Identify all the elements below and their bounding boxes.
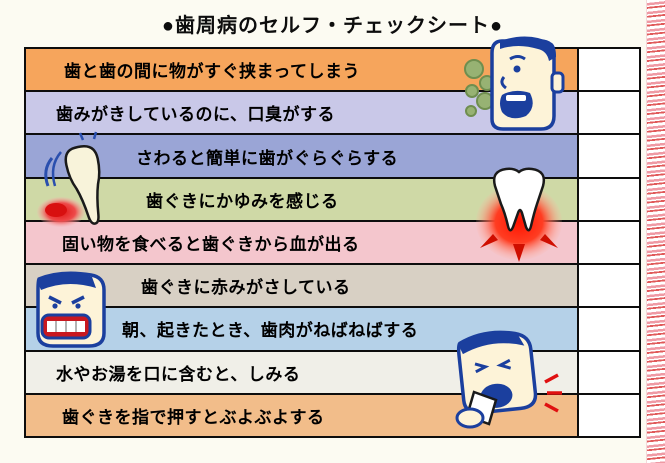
check-row: 固い物を食べると歯ぐきから血が出る	[26, 221, 639, 266]
check-row-label: 歯ぐきを指で押すとぶよぶよする	[62, 407, 325, 427]
checkbox-cell[interactable]	[577, 135, 639, 177]
check-row: 歯ぐきにかゆみを感じる	[26, 178, 639, 222]
check-table: 歯と歯の間に物がすぐ挟まってしまう 歯みがきしているのに、口臭がする さわると簡…	[24, 47, 641, 438]
check-row-label: 歯ぐきに赤みがさしている	[141, 278, 351, 298]
checkbox-cell[interactable]	[577, 394, 639, 436]
check-row: 歯みがきしているのに、口臭がする	[26, 92, 639, 136]
page-title: ●歯周病のセルフ・チェックシート●	[161, 15, 504, 37]
check-row: 歯ぐきに赤みがさしている	[26, 265, 639, 309]
check-row-label: さわると簡単に歯がぐらぐらする	[136, 148, 399, 168]
check-row: 朝、起きたとき、歯肉がねばねばする	[26, 308, 639, 352]
checkbox-cell[interactable]	[577, 265, 639, 307]
checkbox-cell[interactable]	[577, 221, 639, 264]
checkbox-cell[interactable]	[577, 49, 639, 91]
check-row: さわると簡単に歯がぐらぐらする	[26, 135, 639, 179]
check-row-label: 朝、起きたとき、歯肉がねばねばする	[122, 321, 419, 341]
check-row-label: 歯と歯の間に物がすぐ挟まってしまう	[64, 62, 360, 82]
check-row-label: 固い物を食べると歯ぐきから血が出る	[62, 234, 360, 254]
checkbox-cell[interactable]	[577, 178, 639, 220]
checkbox-cell[interactable]	[577, 351, 639, 393]
check-row: 歯ぐきを指で押すとぶよぶよする	[26, 394, 639, 436]
check-row-label: 歯みがきしているのに、口臭がする	[56, 105, 335, 125]
check-row: 歯と歯の間に物がすぐ挟まってしまう	[26, 49, 639, 93]
checkbox-cell[interactable]	[577, 308, 639, 350]
check-row: 水やお湯を口に含むと、しみる	[26, 351, 639, 395]
checkbox-cell[interactable]	[577, 92, 639, 134]
check-row-label: 歯ぐきにかゆみを感じる	[146, 191, 339, 211]
check-row-label: 水やお湯を口に含むと、しみる	[56, 364, 301, 384]
page-edge-stripes	[646, 0, 665, 463]
